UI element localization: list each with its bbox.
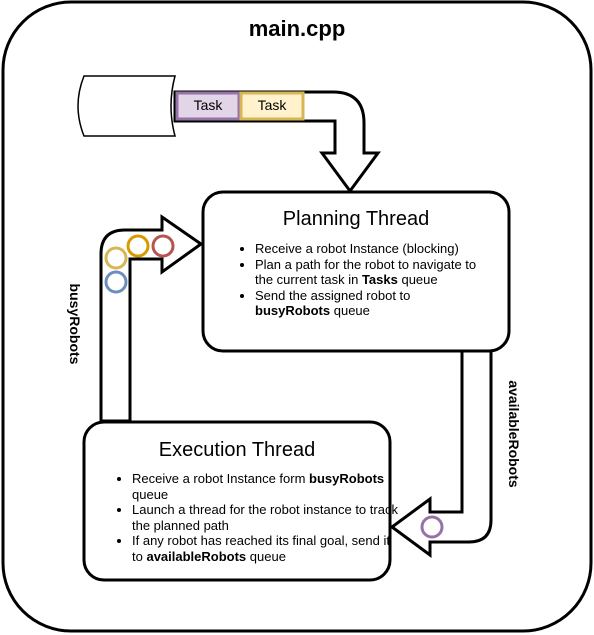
robot-token-yellow (104, 246, 128, 270)
busy-robots-label: busyRobots (67, 283, 83, 365)
bullet-bold-text: Tasks (361, 272, 398, 287)
execution-bullet: Launch a thread for the robot instance t… (132, 502, 402, 533)
bullet-bold-text: busyRobots (255, 303, 331, 318)
planning-thread-title: Planning Thread (282, 208, 430, 230)
execution-bullet: If any robot has reached its final goal,… (132, 533, 402, 564)
bullet-text: Plan a path for the robot to navigate to… (255, 256, 477, 288)
task-item-1 (175, 91, 241, 121)
task-item-2-label: Task (257, 97, 287, 113)
planning-thread-bullets: Receive a robot Instance (blocking)Plan … (237, 241, 487, 319)
bullet-text: Receive a robot Instance form (132, 471, 310, 486)
bullet-text: queue (132, 486, 169, 502)
bullet-text: queue (246, 548, 286, 564)
tasks-queue-cylinder (77, 75, 176, 137)
planning-thread-box (201, 190, 511, 353)
planning-bullet: Plan a path for the robot to navigate to… (255, 257, 487, 288)
bullet-text: queue (330, 303, 370, 318)
available-robots-arrow (389, 349, 493, 558)
robot-token-orange (126, 234, 150, 258)
task-item-2 (239, 91, 305, 121)
planning-bullet: Send the assigned robot to busyRobots qu… (255, 288, 487, 319)
execution-thread-bullets: Receive a robot Instance form busyRobots… (114, 471, 402, 564)
main-title: main.cpp (248, 16, 346, 41)
execution-bullet: Receive a robot Instance form busyRobots… (132, 471, 402, 502)
available-robots-label: availableRobots (506, 380, 522, 488)
task-item-1-label: Task (193, 97, 223, 113)
bullet-text: Launch a thread for the robot instance t… (132, 502, 398, 533)
robot-token-blue (104, 270, 128, 294)
bullet-bold-text: availableRobots (146, 548, 247, 564)
bullet-text: Receive a robot Instance (blocking) (255, 241, 459, 256)
robot-token-purple (420, 515, 444, 539)
bullet-bold-text: busyRobots (309, 471, 385, 486)
robot-token-red (151, 234, 175, 258)
bullet-text: Send the assigned robot to (255, 287, 411, 303)
bullet-text: If any robot has reached its final goal,… (132, 533, 390, 564)
busy-robots-arrow (99, 214, 204, 423)
execution-thread-title: Execution Thread (158, 439, 316, 461)
execution-thread-box (82, 420, 392, 582)
bullet-text: queue (397, 272, 438, 287)
planning-bullet: Receive a robot Instance (blocking) (255, 241, 487, 257)
